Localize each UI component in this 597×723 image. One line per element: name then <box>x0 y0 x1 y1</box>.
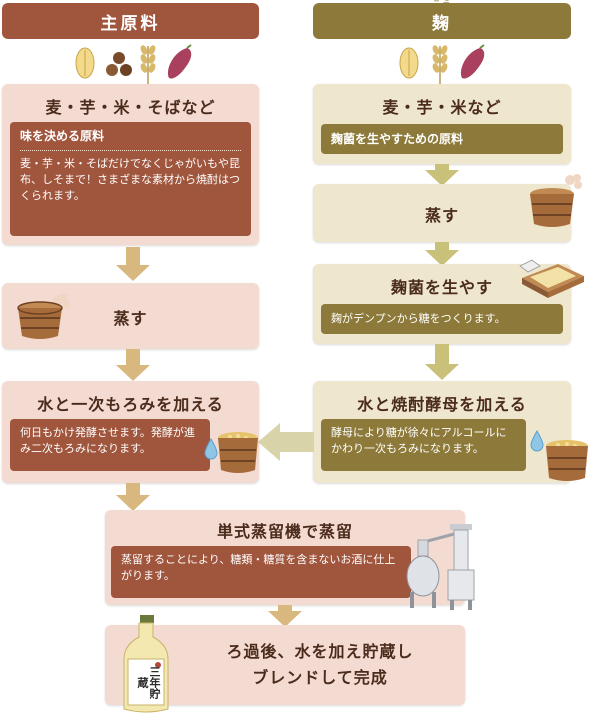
right-materials-panel: 麹菌を生やすための原料 <box>321 124 563 154</box>
shochu-bottle-icon: 三年貯蔵 <box>118 615 174 715</box>
wheat-icon <box>140 45 156 84</box>
beans-icon <box>106 52 132 76</box>
barley-icon <box>399 47 419 79</box>
right-materials-text: 麹菌を生やすための原料 <box>331 132 464 146</box>
flow-arrow <box>116 247 150 281</box>
left-materials-box: 麦・芋・米・そばなど 味を決める原料 麦・芋・米・そばだけでなくじゃがいもや昆布… <box>2 84 259 245</box>
right-koji-box: 麹菌を生やす 麹がデンプンから糖をつくります。 <box>313 264 571 344</box>
flow-arrow <box>425 164 459 186</box>
flow-arrow-horizontal <box>258 423 314 461</box>
flow-arrow <box>425 344 459 382</box>
koji-header-label: 麹 <box>432 13 452 34</box>
right-koji-text: 麹がデンプンから糖をつくります。 <box>331 312 506 325</box>
bottle-label: 三年貯蔵 <box>136 665 161 699</box>
barley-icon <box>75 47 95 79</box>
right-yeast-title: 水と焼酎酵母を加える <box>357 395 527 414</box>
main-ingredients-header-label: 主原料 <box>100 13 161 34</box>
right-yeast-text: 酵母により糖が徐々にアルコールにかわり一次もろみになります。 <box>331 426 507 455</box>
flow-arrow <box>425 242 459 266</box>
koji-header: こうじ 麹 <box>313 0 571 39</box>
still-machine-icon <box>406 524 475 610</box>
distill-box: 単式蒸留機で蒸留 蒸留することにより、糖類・糖質を含まないお酒に仕上がります。 <box>105 510 465 605</box>
koji-ruby: こうじ <box>432 0 453 23</box>
right-materials-box: 麦・芋・米など 麹菌を生やすための原料 <box>313 84 571 164</box>
left-materials-panel: 味を決める原料 麦・芋・米・そばだけでなくじゃがいもや昆布、しそまで！さまざまな… <box>10 122 251 236</box>
right-yeast-panel: 酵母により糖が徐々にアルコールにかわり一次もろみになります。 <box>321 419 526 471</box>
final-title-line2: ブレンドして完成 <box>252 668 388 687</box>
water-drop-icon <box>530 430 544 452</box>
left-materials-title: 麦・芋・米・そばなど <box>45 98 216 117</box>
wooden-steamer-icon <box>17 293 70 339</box>
wooden-steamer-icon <box>530 174 582 227</box>
distill-panel: 蒸留することにより、糖類・糖質を含まないお酒に仕上がります。 <box>111 546 411 598</box>
right-yeast-box: 水と焼酎酵母を加える 酵母により糖が徐々にアルコールにかわり一次もろみになります… <box>313 381 571 483</box>
right-koji-panel: 麹がデンプンから糖をつくります。 <box>321 304 563 334</box>
fermentation-tub-icon <box>546 440 588 481</box>
wheat-icon <box>432 45 448 84</box>
sweet-potato-icon <box>460 44 485 79</box>
right-steam-box: 蒸す <box>313 184 571 242</box>
left-mash-panel: 何日もかけ発酵させます。発酵が進み二次もろみになります。 <box>10 419 210 471</box>
left-materials-heading: 味を決める原料 <box>20 129 105 143</box>
left-mash-box: 水と一次もろみを加える 何日もかけ発酵させます。発酵が進み二次もろみになります。 <box>2 381 259 483</box>
distill-text: 蒸留することにより、糖類・糖質を含まないお酒に仕上がります。 <box>121 553 396 582</box>
flow-arrow <box>116 349 150 383</box>
fermentation-tub-icon <box>218 432 258 473</box>
water-drop-icon <box>204 438 218 460</box>
flow-arrow <box>268 605 302 627</box>
left-mash-text: 何日もかけ発酵させます。発酵が進み二次もろみになります。 <box>20 426 195 455</box>
sweet-potato-icon <box>167 44 192 79</box>
main-ingredients-header: 主原料 <box>2 3 259 39</box>
left-mash-title: 水と一次もろみを加える <box>37 395 224 414</box>
right-steam-title: 蒸す <box>424 206 459 225</box>
flow-arrow <box>116 483 150 513</box>
distill-title: 単式蒸留機で蒸留 <box>216 522 353 541</box>
final-title: ろ過後、水を加え貯蔵し ブレンドして完成 <box>185 639 455 691</box>
right-koji-title: 麹菌を生やす <box>390 278 493 297</box>
final-title-line1: ろ過後、水を加え貯蔵し <box>226 642 414 661</box>
right-materials-title: 麦・芋・米など <box>382 98 502 117</box>
dotted-divider <box>20 150 241 151</box>
left-materials-text: 麦・芋・米・そばだけでなくじゃがいもや昆布、しそまで！さまざまな素材から焼酎はつ… <box>20 157 240 202</box>
left-steam-title: 蒸す <box>113 309 148 328</box>
koji-tray-icon <box>519 259 584 298</box>
